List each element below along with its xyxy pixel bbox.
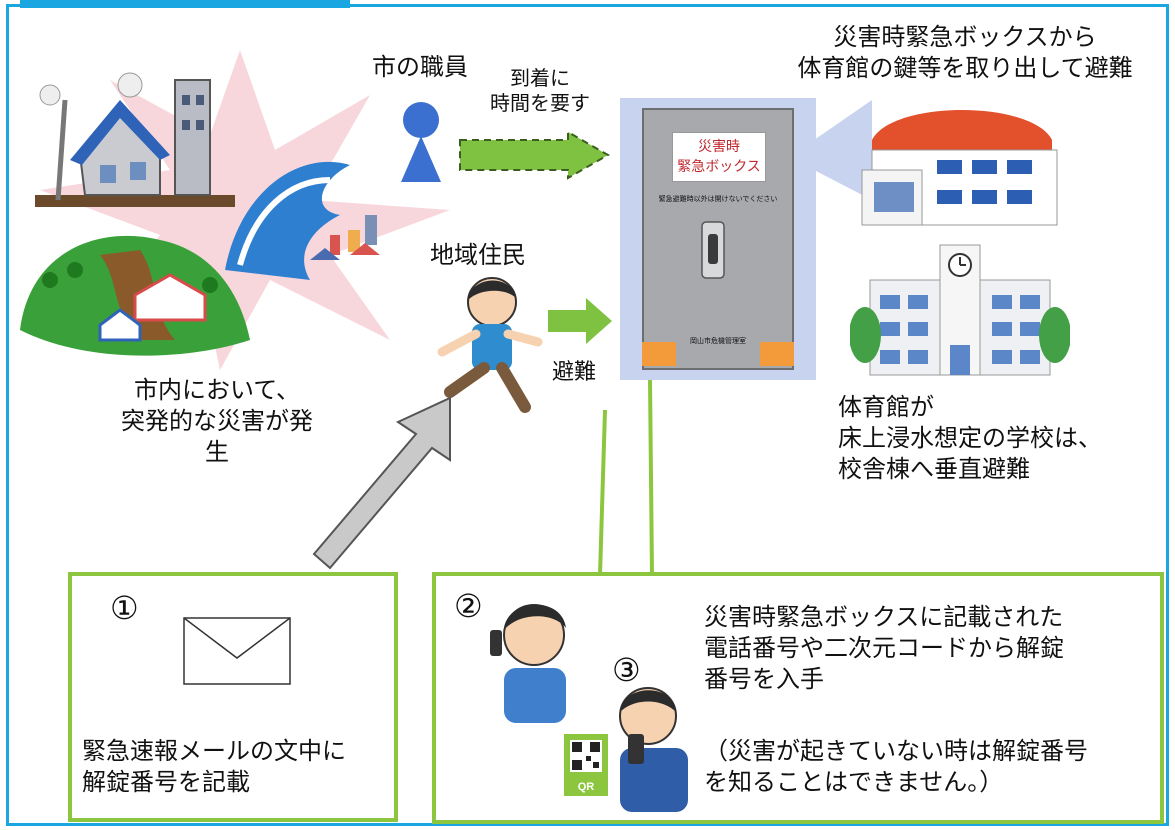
arrival-delay-label: 到着に 時間を要す (490, 66, 590, 115)
resident-label: 地域住民 (430, 241, 526, 269)
qr-label: QR (578, 781, 595, 793)
panel-2-text: 災害時緊急ボックスに記載された 電話番号や二次元コードから解錠 番号を入手 (704, 603, 1064, 693)
emergency-box-sign: 災害時 緊急ボックス (672, 132, 766, 182)
phone-caller-illustration (490, 604, 566, 723)
key-lock-icon (701, 221, 725, 279)
panel-2: ② ③ QR 災害時緊急ボックスに記載された 電話番号や二次元コードから解錠 番… (432, 572, 1164, 824)
emergency-box-notice: 緊急避難時以外は開けないでください (658, 195, 778, 203)
collapsed-house-illustration (35, 72, 235, 207)
emergency-box-plate: 岡山市危機管理室 (690, 337, 746, 345)
city-staff-label: 市の職員 (372, 53, 468, 81)
panel-1-number: ① (110, 589, 139, 627)
clock-icon (948, 253, 972, 277)
landslide-illustration (20, 235, 250, 356)
header-tab (20, 0, 350, 8)
panel-1-text: 緊急速報メールの文中に 解錠番号を記載 (82, 737, 346, 796)
phone-icon (490, 630, 502, 656)
callout-pointer (598, 379, 654, 576)
panel-1: ① 緊急速報メールの文中に 解錠番号を記載 (68, 572, 398, 822)
panel-3-number: ③ (612, 651, 641, 689)
disaster-caption: 市内において、 突発的な災害が発生 (121, 376, 313, 466)
emergency-box: 災害時 緊急ボックス 緊急避難時以外は開けないでください 岡山市危機管理室 (642, 108, 794, 370)
gray-arrow (312, 396, 451, 570)
panel-2-note: （災害が起きていない時は解錠番号 を知ることはできません。） (704, 737, 1088, 796)
envelope-icon (183, 617, 291, 685)
tsunami-illustration (225, 161, 380, 280)
diagram-frame (6, 4, 1169, 826)
dashed-arrow (459, 130, 611, 180)
evacuate-arrow (548, 298, 612, 344)
gym-caption: 災害時緊急ボックスから 体育館の鍵等を取り出して避難 (797, 23, 1133, 82)
evacuate-label: 避難 (552, 360, 597, 385)
gym-illustration (861, 110, 1058, 226)
smartphone-icon (628, 734, 644, 764)
disaster-scene (20, 50, 450, 370)
qr-scanner-illustration: QR (564, 687, 688, 812)
emergency-box-photo: 災害時 緊急ボックス 緊急避難時以外は開けないでください 岡山市危機管理室 (620, 98, 816, 380)
box-foot-left (642, 342, 676, 366)
running-resident-illustration (437, 277, 543, 413)
school-illustration (850, 244, 1070, 376)
city-staff-icon (401, 102, 441, 182)
panel-2-number: ② (454, 587, 483, 625)
gym-callout (814, 100, 872, 200)
box-foot-right (760, 342, 794, 366)
school-caption: 体育館が 床上浸水想定の学校は、 校舎棟へ垂直避難 (838, 393, 1102, 483)
